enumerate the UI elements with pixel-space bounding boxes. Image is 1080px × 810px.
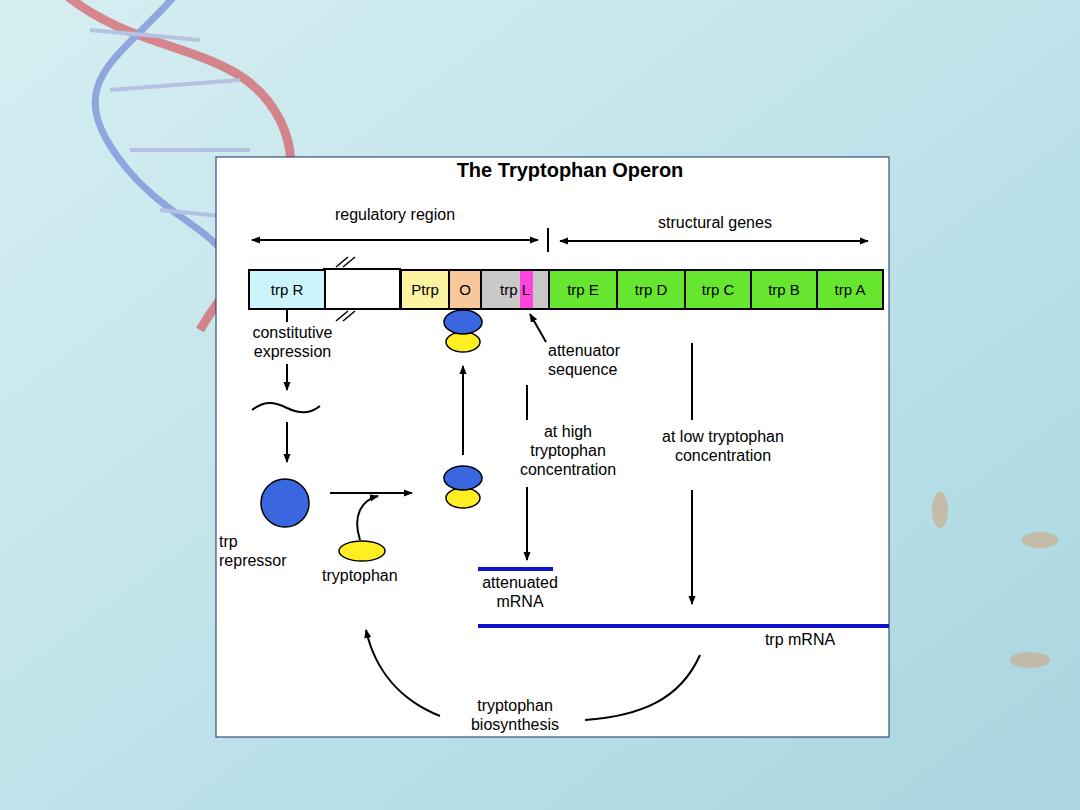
region-arrow	[560, 240, 868, 242]
region-label: regulatory region	[300, 205, 490, 224]
molecule-label: tryptophan	[322, 566, 432, 585]
mrna-bar	[478, 624, 889, 628]
gene-label: Ptrp	[411, 281, 439, 298]
flow-line	[526, 385, 528, 420]
gene-label: trp B	[768, 281, 800, 298]
molecule-label: trp repressor	[219, 532, 303, 570]
gene-box: O	[448, 269, 482, 310]
gene-box: trp B	[750, 269, 818, 310]
tryptophan-ellipse	[339, 541, 385, 561]
product-label: trp mRNA	[760, 630, 840, 649]
flow-arrow	[286, 422, 288, 462]
region-divider	[547, 228, 549, 252]
gene-label: trp C	[702, 281, 735, 298]
flow-arrow	[691, 490, 693, 604]
gene-box: trp C	[684, 269, 752, 310]
gene-box: trp D	[616, 269, 686, 310]
process-label: tryptophan biosynthesis	[440, 696, 590, 734]
region-label: structural genes	[620, 213, 810, 232]
break-marks	[336, 257, 355, 321]
flow-arrow	[330, 492, 412, 494]
gene-label: trp A	[835, 281, 866, 298]
mrna-squiggle	[252, 403, 320, 412]
region-arrow	[252, 239, 538, 241]
flow-arrow	[462, 366, 464, 455]
repressor-bound	[444, 310, 482, 352]
flow-curve	[366, 630, 440, 716]
gene-label: trp E	[567, 281, 599, 298]
condition-label: at high tryptophan concentration	[504, 422, 632, 480]
diagram-panel	[216, 157, 889, 737]
flow-arrow	[357, 496, 378, 540]
gene-box: trp L	[480, 269, 550, 310]
gene-label: trp L	[500, 281, 530, 298]
gene-box: trp R	[248, 269, 326, 310]
gene-label: trp R	[271, 281, 304, 298]
attenuated-mrna-bar	[478, 567, 553, 571]
condition-label: at low tryptophan concentration	[658, 427, 788, 465]
product-label: attenuated mRNA	[470, 573, 570, 611]
gap-box	[324, 269, 400, 309]
decor-blobs	[932, 492, 1058, 668]
repressor-complex	[444, 466, 482, 508]
flow-arrow	[286, 364, 288, 390]
callout-label: attenuator sequence	[548, 341, 648, 379]
flow-arrow	[526, 487, 528, 560]
diagram-title: The Tryptophan Operon	[380, 158, 760, 182]
step-label: constitutive expression	[230, 323, 355, 361]
leader-line	[286, 310, 288, 322]
flow-curve	[585, 655, 700, 720]
gene-box: trp A	[816, 269, 884, 310]
leader-arrow	[530, 314, 546, 342]
flow-line	[691, 343, 693, 420]
gene-box: trp E	[548, 269, 618, 310]
gene-label: O	[459, 281, 471, 298]
repressor-circle	[261, 479, 309, 527]
gene-box: Ptrp	[400, 269, 450, 310]
gene-label: trp D	[635, 281, 668, 298]
